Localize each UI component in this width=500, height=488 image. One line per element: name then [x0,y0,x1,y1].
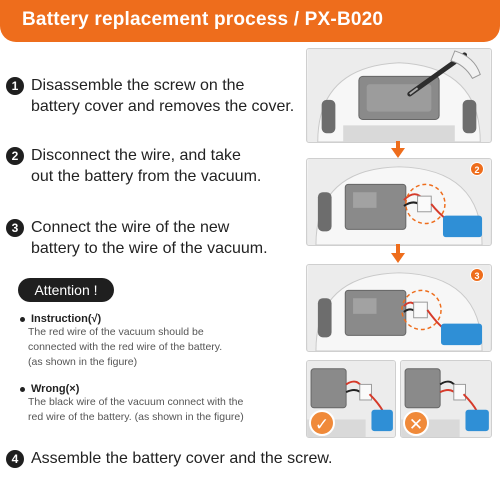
step-3-line-1: Connect the wire of the new [31,219,230,236]
step-2-line-1: Disconnect the wire, and take [31,147,241,164]
instruction-note: Instruction(√) The red wire of the vacuu… [20,313,310,370]
wrong-title: Wrong(×) [20,383,310,395]
figure-badge-2: 2 [470,162,484,176]
wrong-line-1: The black wire of the vacuum connect wit… [28,396,244,408]
bullet-icon [20,316,25,322]
step-1-line-2: battery cover and removes the cover. [31,98,295,115]
photo-connect-wire [306,264,492,352]
instruction-title-text: Instruction(√) [31,313,102,325]
step-3-text: Connect the wire of the new battery to t… [31,217,268,259]
step-4-line-1: Assemble the battery cover and the screw… [31,450,333,467]
step-1: 1 Disassemble the screw on the battery c… [6,75,294,117]
photo-disconnect-wire [306,158,492,246]
arrow-stem-2 [396,244,400,254]
down-arrow-icon [391,148,405,158]
wrong-line-2: red wire of the battery. (as shown in th… [28,411,244,423]
step-4: 4 Assemble the battery cover and the scr… [6,448,332,469]
instruction-line-2: connected with the red wire of the batte… [28,341,223,353]
step-1-line-1: Disassemble the screw on the [31,77,245,94]
attention-badge: Attention ! [18,278,114,302]
photo-remove-cover [306,48,492,143]
arrow-stem-1 [396,141,400,149]
disconnect-wire-illustration [308,159,490,245]
step-1-text: Disassemble the screw on the battery cov… [31,75,294,117]
step-4-text: Assemble the battery cover and the screw… [31,448,332,469]
page-title: Battery replacement process / PX-B020 [22,9,384,30]
wrong-body: The black wire of the vacuum connect wit… [28,395,310,425]
title-banner: Battery replacement process / PX-B020 [0,0,500,42]
check-icon: ✓ [309,410,335,436]
step-number-1: 1 [6,77,24,95]
step-number-4: 4 [6,450,24,468]
robot-underside-illustration [307,49,491,142]
bullet-icon [20,386,25,392]
step-number-3: 3 [6,219,24,237]
step-2: 2 Disconnect the wire, and take out the … [6,145,261,187]
step-3: 3 Connect the wire of the new battery to… [6,217,268,259]
step-number-2: 2 [6,147,24,165]
connect-wire-illustration [308,265,490,351]
wrong-note: Wrong(×) The black wire of the vacuum co… [20,383,310,425]
instruction-line-1: The red wire of the vacuum should be [28,326,204,338]
step-2-line-2: out the battery from the vacuum. [31,168,262,185]
instruction-line-3: (as shown in the figure) [28,356,138,368]
instruction-title: Instruction(√) [20,313,310,325]
cross-icon: ✕ [403,410,429,436]
instruction-body: The red wire of the vacuum should be con… [28,325,310,370]
step-3-line-2: battery to the wire of the vacuum. [31,240,268,257]
wrong-title-text: Wrong(×) [31,383,80,395]
down-arrow-icon [391,253,405,263]
step-2-text: Disconnect the wire, and take out the ba… [31,145,261,187]
figure-badge-3: 3 [470,268,484,282]
